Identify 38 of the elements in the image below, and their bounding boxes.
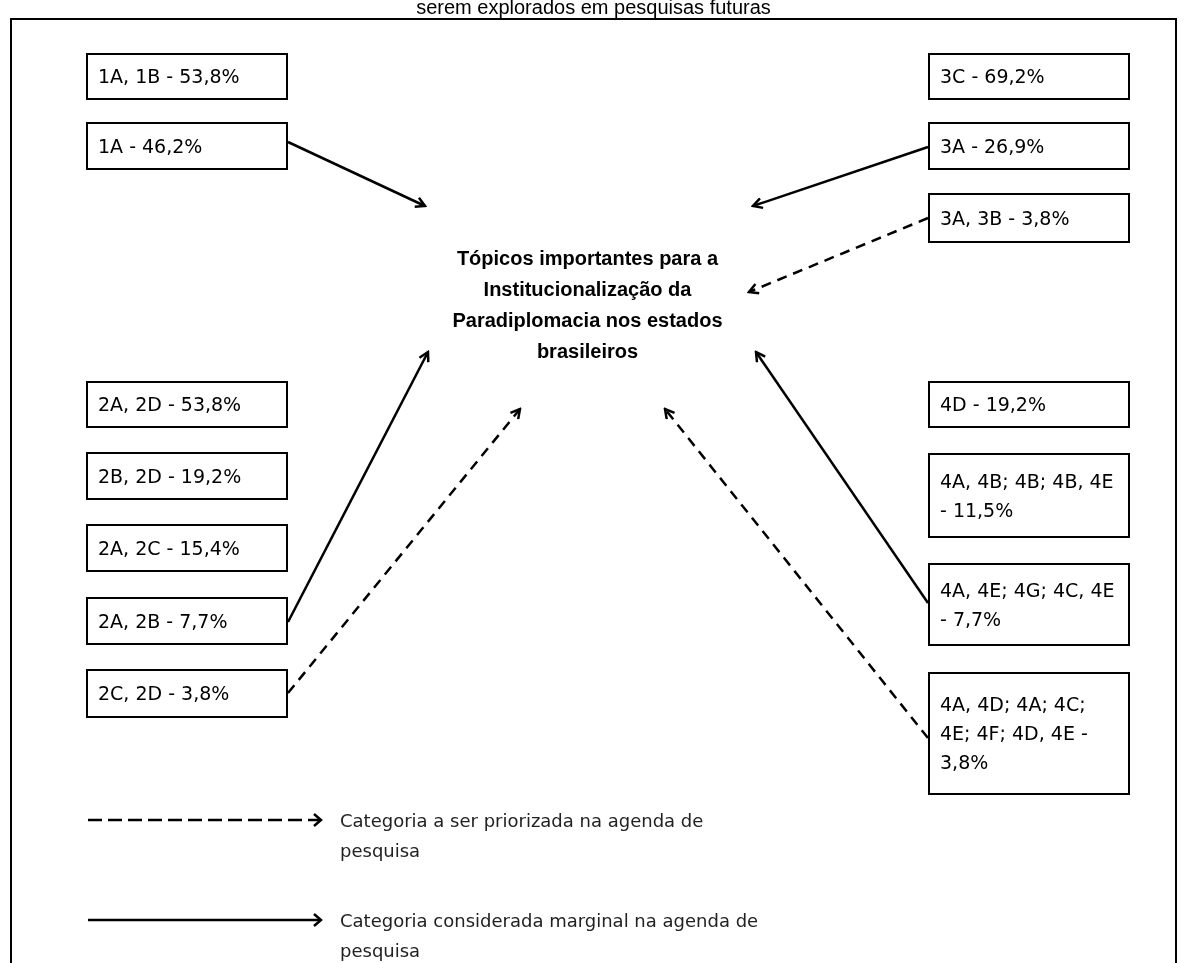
box-label: 3A, 3B - 3,8% [940,205,1071,231]
box-label: 4D - 19,2% [940,392,1047,417]
arrow [751,145,929,210]
percentage-box [86,381,288,428]
percentage-box [928,122,1130,170]
box-label: 1A, 1B - 53,8% [98,64,241,89]
percentage-box [928,193,1130,243]
box-label: 1A - 46,2% [98,133,204,159]
box-label: 2A, 2B - 7,7% [98,608,229,634]
arrow [287,140,427,208]
percentage-box [928,563,1130,646]
box-label: 2B, 2D - 19,2% [98,463,243,489]
percentage-box [928,53,1130,100]
box-label: 2C, 2D - 3,8% [98,681,231,706]
arrow [754,350,930,604]
box-label: 4A, 4E; 4G; 4C, 4E - 7,7% [940,577,1116,632]
legend-text: Categoria a ser priorizada na agenda de pesquisa [340,809,705,863]
percentage-box [928,381,1130,428]
box-label: 3C - 69,2% [940,64,1046,89]
percentage-box [86,53,288,100]
percentage-box [86,669,288,718]
box-label: 4A, 4D; 4A; 4C; 4E; 4F; 4D, 4E - 3,8% [940,692,1089,775]
percentage-box [928,672,1130,795]
box-label: 2A, 2D - 53,8% [98,392,243,417]
arrow [287,407,522,694]
percentage-box [86,524,288,572]
percentage-box [928,453,1130,538]
diagram-title: serem explorados em pesquisas futuras [415,0,772,18]
percentage-box [86,452,288,500]
percentage-box [86,122,288,170]
box-label: 3A - 26,9% [940,133,1046,159]
box-label: 2A, 2C - 15,4% [98,535,241,561]
topic-text: Tópicos importantes para a Institucionalização da Paradiplomacia nos estados brasileiros [451,246,724,364]
percentage-box [86,597,288,645]
legend-text: Categoria considerada marginal na agenda de pesquisa [340,909,760,963]
arrow [747,216,929,295]
arrow [663,407,929,739]
box-label: 4A, 4B; 4B; 4B, 4E - 11,5% [940,468,1115,523]
